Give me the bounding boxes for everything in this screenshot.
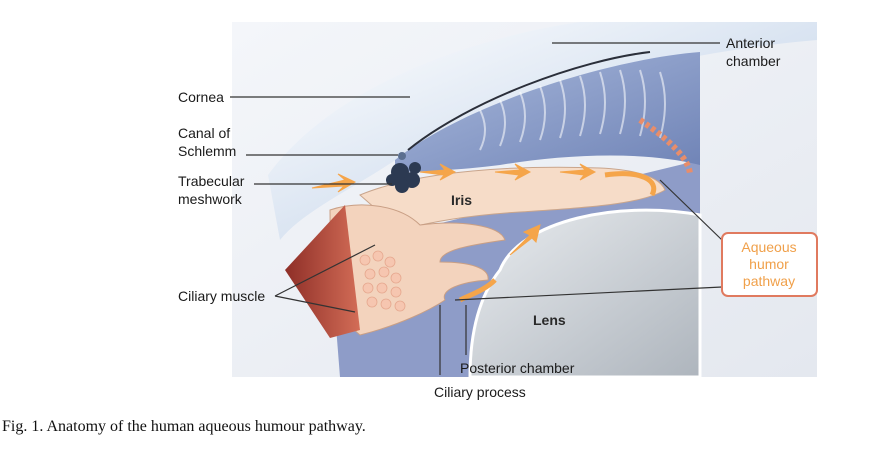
figure-caption: Fig. 1. Anatomy of the human aqueous hum… [2, 418, 366, 435]
flow-arrow-4 [559, 163, 597, 181]
endothelium-line [407, 51, 651, 151]
chamber-ridges [479, 69, 666, 151]
label-aqueous-2: humor [749, 256, 789, 272]
flow-arrow-1 [311, 173, 357, 193]
label-posterior-chamber: Posterior chamber [460, 360, 575, 376]
label-canal-1: Canal of [178, 125, 230, 141]
flow-arrow-5 [604, 171, 657, 197]
flow-arrow-2 [419, 163, 457, 181]
label-cornea: Cornea [178, 89, 224, 105]
leader-lines [230, 42, 723, 375]
flow-arrow-3 [494, 163, 532, 181]
iris-shape [359, 166, 666, 231]
label-lens: Lens [533, 312, 566, 328]
label-ciliary-muscle: Ciliary muscle [178, 288, 265, 304]
label-canal-2: Schlemm [178, 143, 236, 159]
label-aqueous-1: Aqueous [741, 239, 796, 255]
label-trabecular-2: meshwork [178, 191, 243, 207]
muscle-cells [359, 250, 406, 312]
label-aqueous-3: pathway [743, 273, 795, 289]
canal-of-schlemm-shape [398, 152, 406, 160]
flow-arrows [311, 163, 657, 303]
aqueous-pathway-box [721, 232, 818, 297]
trabecular-meshwork-shape [386, 162, 421, 193]
label-trabecular-1: Trabecular [178, 173, 245, 189]
iris-pigment-edge [638, 117, 693, 176]
label-ciliary-process: Ciliary process [434, 384, 526, 400]
cornea-shape [268, 22, 817, 240]
label-iris: Iris [451, 192, 472, 208]
flow-arrow-7 [458, 278, 497, 303]
flow-arrow-6 [509, 224, 541, 256]
label-anterior-chamber-1: Anterior [726, 35, 775, 51]
label-anterior-chamber-2: chamber [726, 53, 781, 69]
